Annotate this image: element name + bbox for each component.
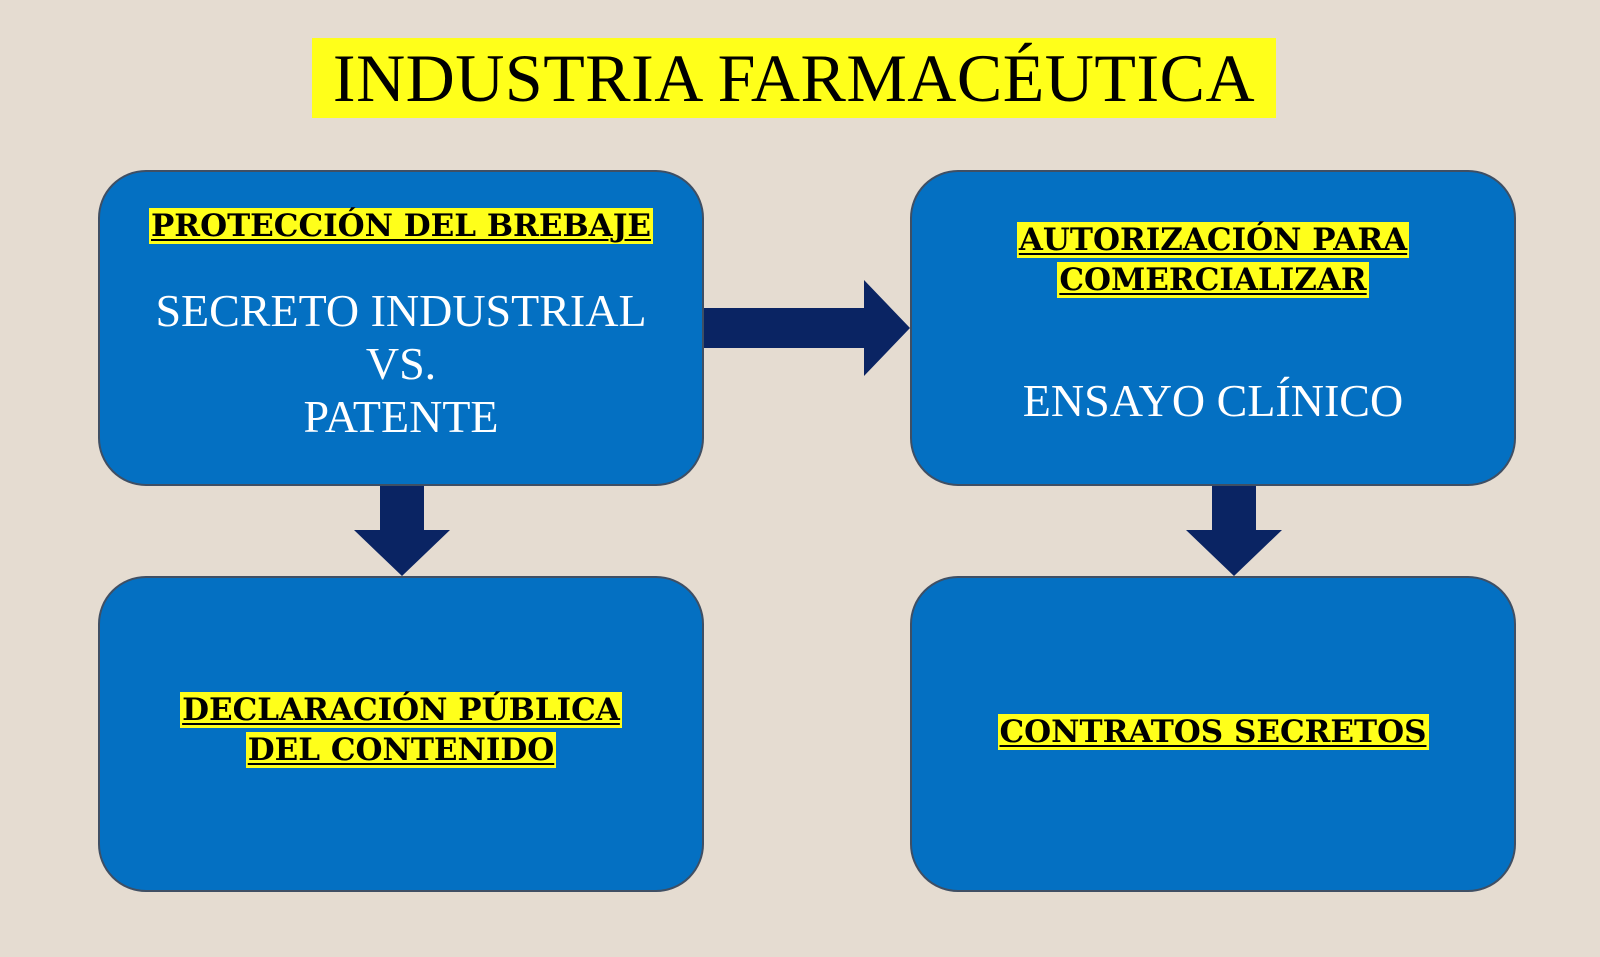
- box-declaracion-publica: DECLARACIÓN PÚBLICA DEL CONTENIDO: [98, 576, 704, 892]
- body-line-1: ENSAYO CLÍNICO: [1022, 375, 1404, 426]
- box-body-text: SECRETO INDUSTRIAL VS. PATENTE: [100, 284, 702, 443]
- body-line-2: VS.: [365, 338, 437, 389]
- body-line-1: SECRETO INDUSTRIAL: [155, 285, 647, 336]
- heading-line-2: COMERCIALIZAR: [1057, 262, 1369, 298]
- box-heading: AUTORIZACIÓN PARA COMERCIALIZAR: [912, 220, 1514, 300]
- box-heading: PROTECCIÓN DEL BREBAJE: [100, 206, 702, 246]
- box-contratos-secretos: CONTRATOS SECRETOS: [910, 576, 1516, 892]
- box-heading: DECLARACIÓN PÚBLICA DEL CONTENIDO: [100, 690, 702, 770]
- heading-line-1: DECLARACIÓN PÚBLICA: [180, 692, 622, 728]
- box-autorizacion-comercializar: AUTORIZACIÓN PARA COMERCIALIZAR ENSAYO C…: [910, 170, 1516, 486]
- body-line-3: PATENTE: [303, 391, 499, 442]
- box-body-text: ENSAYO CLÍNICO: [912, 374, 1514, 427]
- page-title: INDUSTRIA FARMACÉUTICA: [312, 38, 1276, 118]
- arrow-right-icon: [704, 280, 910, 376]
- heading-line-2: DEL CONTENIDO: [245, 732, 557, 768]
- box-heading: CONTRATOS SECRETOS: [912, 712, 1514, 752]
- heading-label: PROTECCIÓN DEL BREBAJE: [149, 208, 653, 244]
- arrow-down-icon: [354, 486, 450, 576]
- heading-line-1: AUTORIZACIÓN PARA: [1016, 222, 1410, 258]
- box-proteccion-brebaje: PROTECCIÓN DEL BREBAJE SECRETO INDUSTRIA…: [98, 170, 704, 486]
- heading-label: CONTRATOS SECRETOS: [997, 714, 1429, 750]
- arrow-down-icon: [1186, 486, 1282, 576]
